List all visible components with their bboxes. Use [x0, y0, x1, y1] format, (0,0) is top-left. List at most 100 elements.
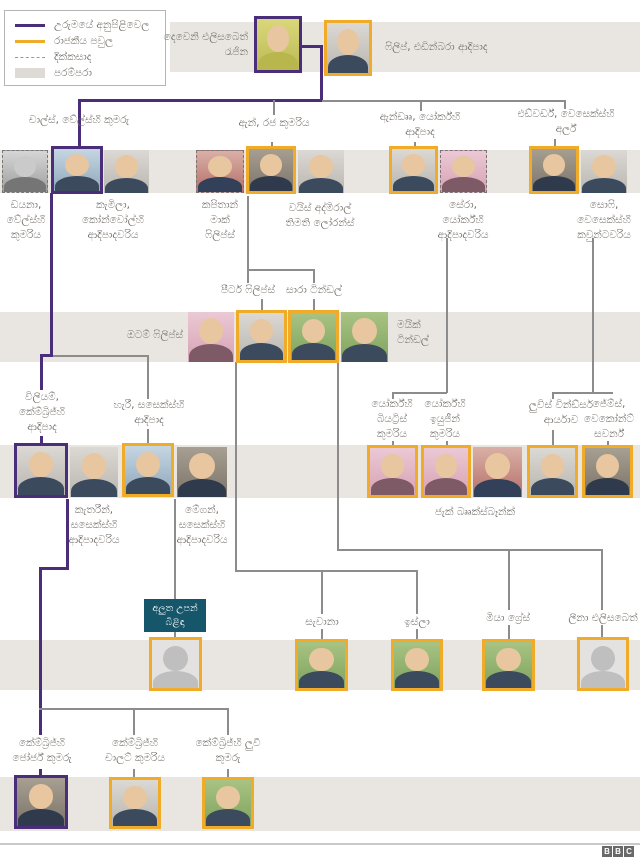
- photo-newborn-silhouette: [149, 637, 202, 691]
- line-mia-drop: [508, 549, 510, 610]
- bbc-logo-block: B: [602, 846, 612, 857]
- photo-mike-tindall: [341, 312, 388, 362]
- label-isla: ඉස්ලා: [404, 616, 430, 628]
- photo-mia-grace: [482, 639, 535, 691]
- label-princess-beatrice: යෝර්ක්හි බියට්‍රිස් කුමරිය: [371, 398, 413, 441]
- photo-charles: [51, 146, 103, 194]
- label-autumn-phillips: ඔටම් ෆිලිප්ස්: [127, 329, 183, 341]
- photo-isla: [391, 639, 443, 691]
- label-peter-phillips: පීටර් ෆිලිප්ස්: [220, 284, 276, 296]
- line-anne-stub: [271, 142, 273, 148]
- line-edward-stub: [554, 139, 556, 148]
- label-mike-tindall: මයික් ටින්ඩල්: [397, 319, 429, 347]
- line-zara-children-drop: [337, 362, 339, 550]
- line-harry-drop: [147, 355, 149, 399]
- photo-lena-silhouette: [577, 637, 629, 691]
- label-timothy-laurence: වයිස් අද්මිරාල් තිමති ලෝරන්ස්: [285, 202, 355, 230]
- legend-label: දික්කසාද: [54, 50, 92, 63]
- label-princess-anne: ඇන්, රජ කුමරිය: [238, 117, 310, 129]
- line-isla-stub: [416, 629, 418, 641]
- line-mia-stub: [508, 625, 510, 641]
- line-beatrice-drop: [392, 392, 394, 399]
- line-charles-down: [50, 193, 53, 356]
- line-zara-label-drop: [313, 269, 315, 283]
- line-savannah-drop: [321, 570, 323, 614]
- line-isla-drop: [416, 570, 418, 614]
- label-princess-eugenie: යෝර්ක්හි ඉයුජීන් කුමරිය: [424, 398, 466, 441]
- inheritance-line-swatch: [15, 23, 45, 27]
- line-beatrice-stub: [392, 441, 394, 447]
- label-savannah: සැවානා: [305, 616, 339, 628]
- line-anne-children-drop: [247, 196, 249, 270]
- photo-princess-anne: [246, 146, 296, 194]
- legend-item-generation: පරම්පරා: [15, 66, 92, 80]
- line-baby-stub: [174, 631, 176, 639]
- photo-princess-eugenie: [421, 445, 471, 498]
- line-william-stub: [40, 436, 43, 445]
- line-anne-drop: [273, 100, 275, 115]
- line-edward-drop: [564, 100, 566, 109]
- line-lena-drop: [601, 549, 603, 610]
- line-william-elbow: [39, 567, 69, 570]
- label-zara-tindall: සාරා ටින්ඩල්: [285, 284, 342, 296]
- label-mark-phillips: කපිතාන් මාක් ෆිලිප්ස්: [201, 199, 239, 242]
- photo-mark-phillips: [196, 150, 244, 193]
- line-edward-children-drop: [592, 238, 594, 393]
- line-george-stub: [39, 769, 42, 778]
- bbc-logo-block: B: [613, 846, 623, 857]
- line-zara-stub: [313, 299, 315, 312]
- label-catherine: කැතරීන්, සසෙක්ස්හි ආදිපාදවරිය: [68, 504, 120, 547]
- label-prince-edward: එඩ්වර්ඩ්, වෙසෙක්ස්හි අර්ල්: [517, 108, 615, 136]
- line-andrew-stub: [414, 142, 416, 148]
- photo-diana: [2, 150, 48, 193]
- line-andrew-children-drop: [446, 238, 448, 393]
- label-lena-elizabeth: ලීනා එලිසබෙත්: [568, 612, 638, 624]
- line-anne-children-bus: [247, 269, 314, 271]
- label-prince-george: කේම්බ්‍රිජ්හි ජෝර්ජ් කුමරු: [12, 737, 72, 765]
- line-sussex-baby-drop: [174, 499, 176, 600]
- photo-prince-louis: [202, 777, 254, 829]
- newborn-callout: අලුත උපන් බිළිඳා: [144, 599, 206, 632]
- line-william-down: [39, 567, 42, 709]
- photo-prince-george: [14, 775, 68, 829]
- photo-catherine: [70, 447, 118, 497]
- label-sophie: සොෆි, වෙසෙක්ස්හි කවුන්ටවරිය: [577, 199, 631, 242]
- line-peter-stub: [261, 299, 263, 312]
- photo-prince-william: [14, 443, 68, 498]
- line-children-bus: [322, 100, 566, 102]
- legend: උරුමයේ අනුපිළිවෙල රාජකීය පවුල දික්කසාද ප…: [4, 10, 166, 86]
- line-charles-drop: [78, 99, 81, 147]
- line-wessex-bus: [552, 392, 613, 394]
- line-inheritance-bus: [78, 99, 323, 102]
- photo-james-severn: [582, 445, 633, 498]
- line-charlotte-stub: [133, 769, 135, 778]
- photo-jack-brooksbank: [473, 447, 522, 497]
- royal-family-line-swatch: [15, 39, 45, 43]
- photo-princess-beatrice: [367, 445, 418, 498]
- label-prince-andrew: ඇන්ඩෲ, යෝර්ක්හි ආදිපාද: [379, 111, 461, 139]
- legend-item-inheritance: උරුමයේ අනුපිළිවෙල: [15, 18, 149, 32]
- line-peter-children-bus: [235, 570, 418, 572]
- photo-lady-louise: [527, 445, 578, 498]
- line-queen-couple: [300, 45, 323, 48]
- generation-band-6: [0, 777, 640, 831]
- photo-zara-tindall: [288, 310, 339, 363]
- legend-item-divorced: දික්කසාද: [15, 50, 91, 64]
- line-louise-drop: [552, 392, 554, 399]
- line-andrew-drop: [420, 100, 422, 111]
- bbc-logo: B B C: [602, 846, 634, 857]
- label-prince-william: විලියම්, කේම්බ්‍රිජ්හි ආදිපාද: [18, 391, 66, 434]
- photo-prince-philip: [324, 20, 372, 76]
- label-mia-grace: මියා ග්‍රේස්: [485, 612, 531, 624]
- line-savannah-stub: [321, 629, 323, 641]
- photo-sophie: [581, 150, 627, 193]
- line-william-bus: [40, 354, 53, 357]
- line-charlotte-drop: [133, 708, 135, 735]
- line-william-kate-drop: [66, 499, 69, 569]
- label-diana: ඩයනා, වේල්ස්හි කුමරිය: [6, 199, 46, 242]
- line-louis-stub: [227, 769, 229, 778]
- label-queen-elizabeth: දෙවෙනි එලිසබෙත් රැජින: [163, 31, 248, 59]
- photo-sarah-ferguson: [440, 150, 487, 193]
- generation-band-swatch: [15, 68, 45, 78]
